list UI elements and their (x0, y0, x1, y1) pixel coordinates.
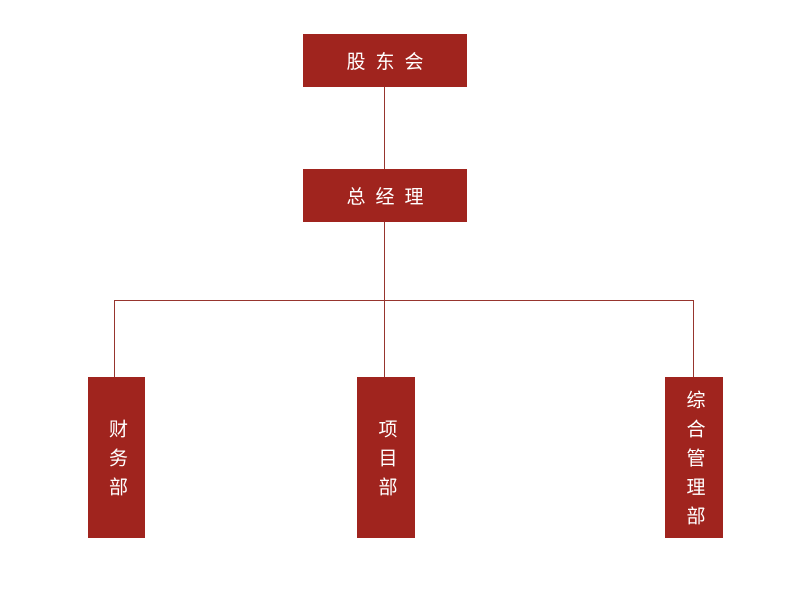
node-finance-dept: 财务部 (88, 377, 145, 538)
connector-drop-finance (114, 301, 115, 377)
connector-drop-admin (693, 301, 694, 377)
node-project-dept-label: 项目部 (375, 419, 397, 506)
connector-shareholders-to-gm (384, 87, 385, 169)
node-shareholders-label: 股东会 (346, 52, 434, 73)
connector-gm-to-branch-bus (384, 222, 385, 300)
connector-drop-project (384, 301, 385, 377)
node-general-manager-label: 总经理 (346, 187, 434, 208)
node-shareholders: 股东会 (303, 34, 467, 87)
node-admin-dept: 综合管理部 (665, 377, 723, 538)
node-project-dept: 项目部 (357, 377, 415, 538)
node-general-manager: 总经理 (303, 169, 467, 222)
node-finance-dept-label: 财务部 (106, 419, 127, 506)
node-admin-dept-label: 综合管理部 (683, 390, 705, 535)
connector-branch-bus (114, 300, 694, 301)
